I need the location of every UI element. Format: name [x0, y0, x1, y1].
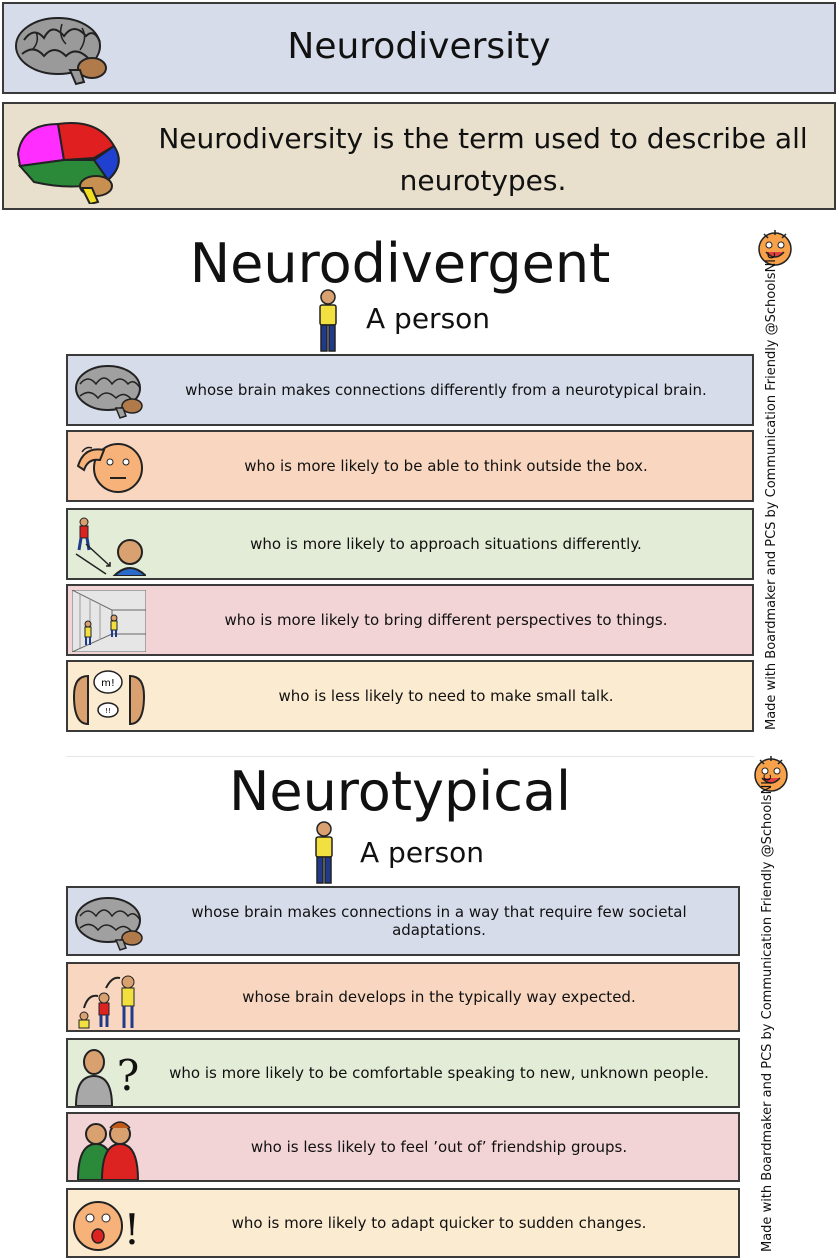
unknown-person-icon: ?: [74, 1049, 140, 1106]
person-icon: [315, 821, 333, 884]
list-item-text: whose brain makes connections in a way t…: [191, 903, 687, 939]
brain-icon: [15, 17, 107, 86]
list-item-text: who is more likely to be comfortable spe…: [169, 1064, 709, 1082]
list-item: who is more likely to be able to think o…: [66, 430, 754, 502]
surprised-face-icon: !: [73, 1201, 141, 1254]
list-item-text: who is more likely to be able to think o…: [244, 457, 648, 475]
page-title: Neurodiversity: [287, 26, 551, 67]
section-subheading: A person: [360, 836, 485, 869]
credit-text: Made with Boardmaker and PCS by Communic…: [764, 251, 779, 730]
list-item-text: who is more likely to approach situation…: [250, 535, 642, 553]
title-banner: Neurodiversity: [2, 2, 836, 94]
list-item: who is more likely to bring different pe…: [66, 584, 754, 656]
growth-stages-icon: [78, 975, 135, 1029]
person-icon: [319, 289, 337, 352]
definition-banner: Neurodiversity is the term used to descr…: [2, 102, 836, 210]
thinking-face-icon: [76, 443, 143, 493]
list-item: whose brain develops in the typically wa…: [66, 962, 740, 1032]
svg-text:!: !: [124, 1205, 141, 1254]
list-item-text: who is more likely to bring different pe…: [224, 611, 668, 629]
list-item: whose brain makes connections in a way t…: [66, 886, 740, 956]
brain-lobes-icon: [16, 122, 120, 204]
svg-text:?: ?: [117, 1051, 140, 1100]
svg-text:m!: m!: [101, 678, 115, 689]
approach-path-icon: [75, 517, 146, 576]
section-subheading: A person: [366, 302, 491, 335]
list-item-text: who is more likely to adapt quicker to s…: [231, 1214, 647, 1232]
svg-text:!!: !!: [105, 707, 111, 715]
list-item-text: whose brain makes connections differentl…: [185, 381, 707, 399]
list-item: ! who is more likely to adapt quicker to…: [66, 1188, 740, 1258]
list-item: ? who is more likely to be comfortable s…: [66, 1038, 740, 1108]
perspective-room-icon: [72, 590, 146, 652]
section-heading-neurotypical: Neurotypical: [228, 760, 572, 823]
list-item-text: whose brain develops in the typically wa…: [242, 988, 636, 1006]
section-divider: [66, 756, 754, 757]
list-item: who is more likely to approach situation…: [66, 508, 754, 580]
brain-icon: [75, 365, 143, 419]
credit-text: Made with Boardmaker and PCS by Communic…: [760, 773, 775, 1252]
smiley-logo: [756, 228, 794, 272]
definition-text: Neurodiversity is the term used to descr…: [158, 122, 808, 197]
list-item: whose brain makes connections differentl…: [66, 354, 754, 426]
list-item-text: who is less likely to need to make small…: [278, 687, 614, 705]
list-item-text: who is less likely to feel ’out of’ frie…: [250, 1138, 628, 1156]
smiley-logo: [752, 754, 790, 798]
small-talk-icon: m! !!: [72, 670, 146, 726]
list-item: who is less likely to feel ’out of’ frie…: [66, 1112, 740, 1182]
list-item: m! !! who is less likely to need to make…: [66, 660, 754, 732]
friends-icon: [76, 1121, 140, 1180]
brain-icon: [75, 897, 143, 951]
section-heading-neurodivergent: Neurodivergent: [189, 232, 611, 295]
